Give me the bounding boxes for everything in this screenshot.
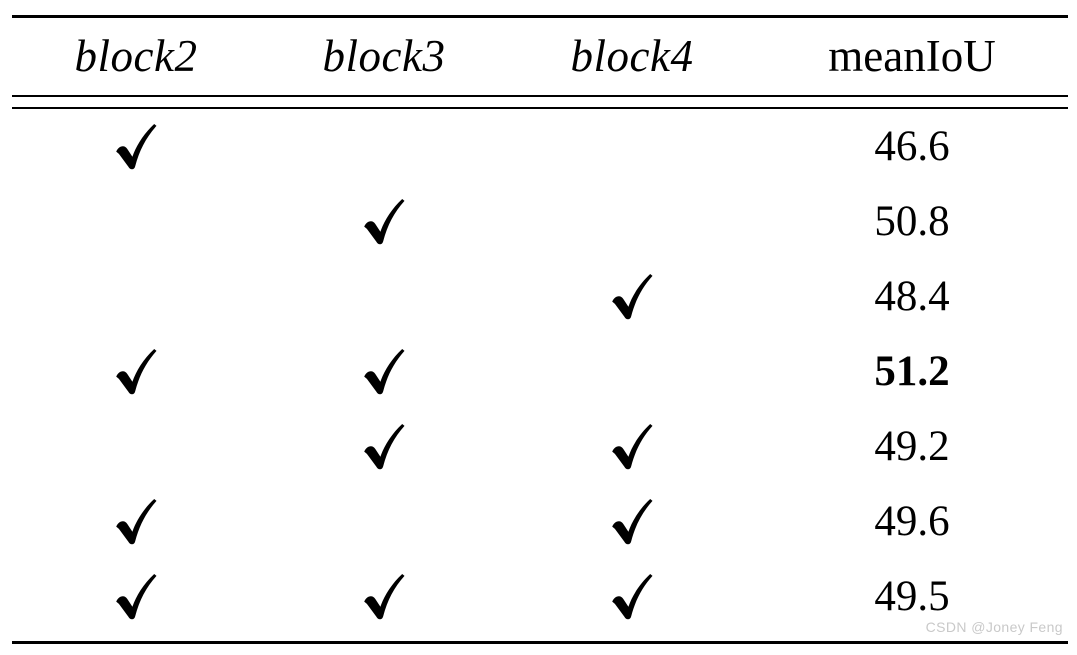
table-header-row: block2 block3 block4 meanIoU: [12, 18, 1068, 95]
table-row: 51.2: [12, 334, 1068, 409]
checkmark-icon: [361, 571, 407, 623]
checkmark-icon: [609, 121, 655, 173]
column-header-block4: block4: [570, 31, 694, 81]
ablation-results-table: block2 block3 block4 meanIoU 46.6 50.8 48.…: [12, 18, 1068, 634]
checkmark-icon: [113, 196, 159, 248]
cell-meaniou-value: 46.6: [874, 123, 950, 170]
cell-block4-checked: [508, 559, 756, 634]
cell-block4-checked: [508, 259, 756, 334]
watermark: CSDN @Joney Feng: [925, 619, 1063, 635]
table-header: block2 block3 block4 meanIoU: [12, 18, 1068, 95]
cell-block2-empty: [12, 259, 260, 334]
checkmark-icon: [609, 346, 655, 398]
checkmark-icon: [609, 496, 655, 548]
cell-block4-empty: [508, 184, 756, 259]
checkmark-icon: [361, 346, 407, 398]
table-header-rule-upper: [12, 95, 1068, 97]
checkmark-icon: [361, 271, 407, 323]
cell-block2-checked: [12, 484, 260, 559]
cell-block3-checked: [260, 184, 508, 259]
cell-block3-empty: [260, 95, 508, 184]
cell-block2-checked: [12, 559, 260, 634]
checkmark-icon: [361, 196, 407, 248]
cell-block3-checked: [260, 559, 508, 634]
column-header-block3: block3: [322, 31, 446, 81]
cell-meaniou-value: 49.5: [874, 573, 950, 620]
table-row: 49.6: [12, 484, 1068, 559]
table-row: 46.6: [12, 95, 1068, 184]
checkmark-icon: [361, 121, 407, 173]
cell-block4-checked: [508, 409, 756, 484]
table-body: 46.6 50.8 48.4 51.2 49.2 49.6 49.5: [12, 95, 1068, 634]
cell-meaniou-value: 49.6: [874, 498, 950, 545]
cell-block4-empty: [508, 334, 756, 409]
cell-block3-empty: [260, 259, 508, 334]
cell-block3-checked: [260, 334, 508, 409]
cell-block2-empty: [12, 409, 260, 484]
table-bottom-rule: [12, 641, 1068, 644]
checkmark-icon: [609, 271, 655, 323]
table-row: 49.5: [12, 559, 1068, 634]
cell-meaniou-value: 48.4: [874, 273, 950, 320]
checkmark-icon: [113, 421, 159, 473]
cell-meaniou-value: 49.2: [874, 423, 950, 470]
checkmark-icon: [609, 421, 655, 473]
table-row: 48.4: [12, 259, 1068, 334]
checkmark-icon: [609, 571, 655, 623]
column-header-block2: block2: [74, 31, 198, 81]
checkmark-icon: [361, 496, 407, 548]
cell-block3-empty: [260, 484, 508, 559]
cell-meaniou-value: 51.2: [874, 348, 950, 395]
table-top-rule: [12, 15, 1068, 18]
column-header-meaniou: meanIoU: [828, 31, 996, 81]
cell-block2-checked: [12, 334, 260, 409]
cell-block4-empty: [508, 95, 756, 184]
checkmark-icon: [113, 496, 159, 548]
checkmark-icon: [113, 346, 159, 398]
table-row: 50.8: [12, 184, 1068, 259]
table-header-rule-lower: [12, 107, 1068, 109]
checkmark-icon: [361, 421, 407, 473]
checkmark-icon: [113, 121, 159, 173]
checkmark-icon: [609, 196, 655, 248]
cell-block2-empty: [12, 184, 260, 259]
cell-block2-checked: [12, 95, 260, 184]
cell-block3-checked: [260, 409, 508, 484]
checkmark-icon: [113, 271, 159, 323]
table-row: 49.2: [12, 409, 1068, 484]
checkmark-icon: [113, 571, 159, 623]
cell-block4-checked: [508, 484, 756, 559]
cell-meaniou-value: 50.8: [874, 198, 950, 245]
